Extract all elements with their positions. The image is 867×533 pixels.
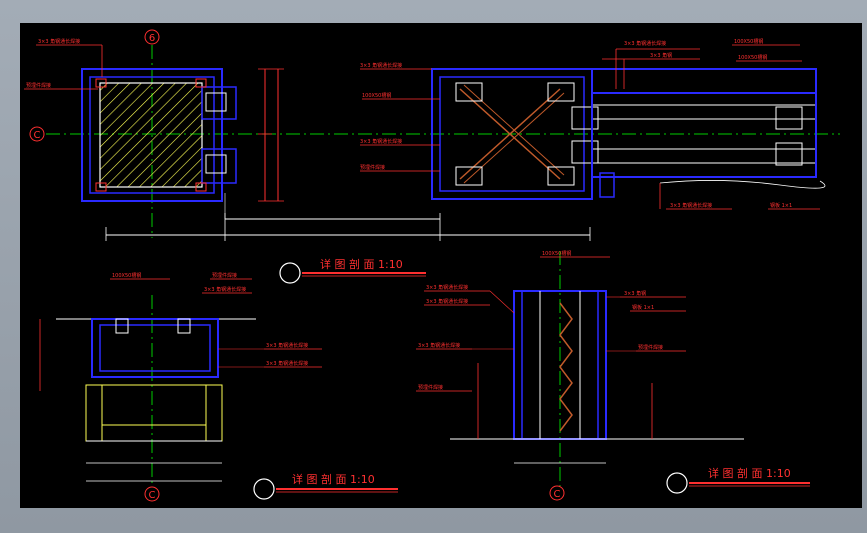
detail-title-top-text: 详 图 剖 面 1:10 [320, 257, 403, 271]
axis-bubble-c-bottom-mid[interactable]: C [549, 485, 565, 501]
annotation-section-right-7: 预埋件焊接 [418, 384, 443, 391]
annotation-plan-mid-0: 3×3 角钢通长焊接 [360, 62, 402, 69]
annotation-section-right-6: 预埋件焊接 [638, 344, 663, 351]
axis-bubble-c-main[interactable]: C [29, 126, 45, 142]
annotation-section-left-4: 3×3 角钢通长焊接 [266, 360, 308, 367]
annotation-section-left-2: 3×3 角钢通长焊接 [204, 286, 246, 293]
annotation-plan-left-0: 3×3 角钢通长焊接 [38, 38, 80, 45]
annotation-plan-left-1: 预埋件焊接 [26, 82, 51, 89]
annotation-section-right-3: 3×3 角钢通长焊接 [418, 342, 460, 349]
annotation-section-right-0: 100X50槽钢 [542, 250, 571, 257]
axis-label-c-bottom-left: C [149, 490, 156, 501]
detail-title-bottom-right-text: 详 图 剖 面 1:10 [708, 466, 791, 480]
bay-plan-middle[interactable]: 3×3 角钢通长焊接 100X50槽钢 3×3 角钢通长焊接 预埋件焊接 [360, 62, 599, 200]
annotation-section-right-2: 3×3 角钢通长焊接 [426, 298, 468, 305]
cantilever-plan-right[interactable]: 3×3 角钢通长焊接 100X50槽钢 3×3 角钢 100X50槽钢 3×3 … [591, 38, 826, 210]
dimension-plan-bottom [105, 193, 591, 241]
cad-drawing-canvas[interactable]: 6 C C C 3×3 角钢通长焊接 预埋件焊接 [20, 23, 862, 508]
axis-bubble-c-bottom-left[interactable]: C [144, 486, 160, 502]
annotation-section-right-1: 3×3 角钢通长焊接 [426, 284, 468, 291]
detail-title-top[interactable]: 详 图 剖 面 1:10 [279, 257, 426, 284]
section-wall-middle[interactable]: 100X50槽钢 3×3 角钢通长焊接 3×3 角钢通长焊接 3×3 角钢通长焊… [416, 250, 744, 464]
section-left[interactable]: 100X50槽钢 预埋件焊接 3×3 角钢通长焊接 3×3 角钢通长焊接 3×3… [39, 272, 322, 482]
axis-bubble-6[interactable]: 6 [144, 29, 160, 45]
cad-drawing: 6 C C C 3×3 角钢通长焊接 预埋件焊接 [24, 29, 840, 502]
annotation-section-right-4: 3×3 角钢 [624, 290, 646, 297]
column-plan-left[interactable]: 3×3 角钢通长焊接 预埋件焊接 [24, 38, 284, 202]
annotation-section-right-5: 钢板 1×1 [632, 304, 654, 311]
detail-title-bottom-left[interactable]: 详 图 剖 面 1:10 [253, 472, 398, 500]
annotation-plan-right-1: 100X50槽钢 [734, 38, 763, 45]
annotation-plan-right-4: 3×3 角钢通长焊接 [670, 202, 712, 209]
annotation-plan-right-2: 3×3 角钢 [650, 52, 672, 59]
annotation-plan-mid-3: 预埋件焊接 [360, 164, 385, 171]
annotation-section-left-0: 100X50槽钢 [112, 272, 141, 279]
detail-title-bottom-left-text: 详 图 剖 面 1:10 [292, 472, 375, 486]
annotation-plan-mid-1: 100X50槽钢 [362, 92, 391, 99]
annotation-plan-right-0: 3×3 角钢通长焊接 [624, 40, 666, 47]
detail-title-bottom-right[interactable]: 详 图 剖 面 1:10 [666, 466, 810, 494]
axis-label-c-main: C [34, 130, 41, 141]
annotation-section-left-3: 3×3 角钢通长焊接 [266, 342, 308, 349]
axis-label-6: 6 [149, 33, 155, 44]
annotation-section-left-1: 预埋件焊接 [212, 272, 237, 279]
annotation-plan-right-3: 100X50槽钢 [738, 54, 767, 61]
annotation-plan-right-5: 钢板 1×1 [770, 202, 792, 209]
axis-label-c-bottom-mid: C [554, 489, 561, 500]
annotation-plan-mid-2: 3×3 角钢通长焊接 [360, 138, 402, 145]
